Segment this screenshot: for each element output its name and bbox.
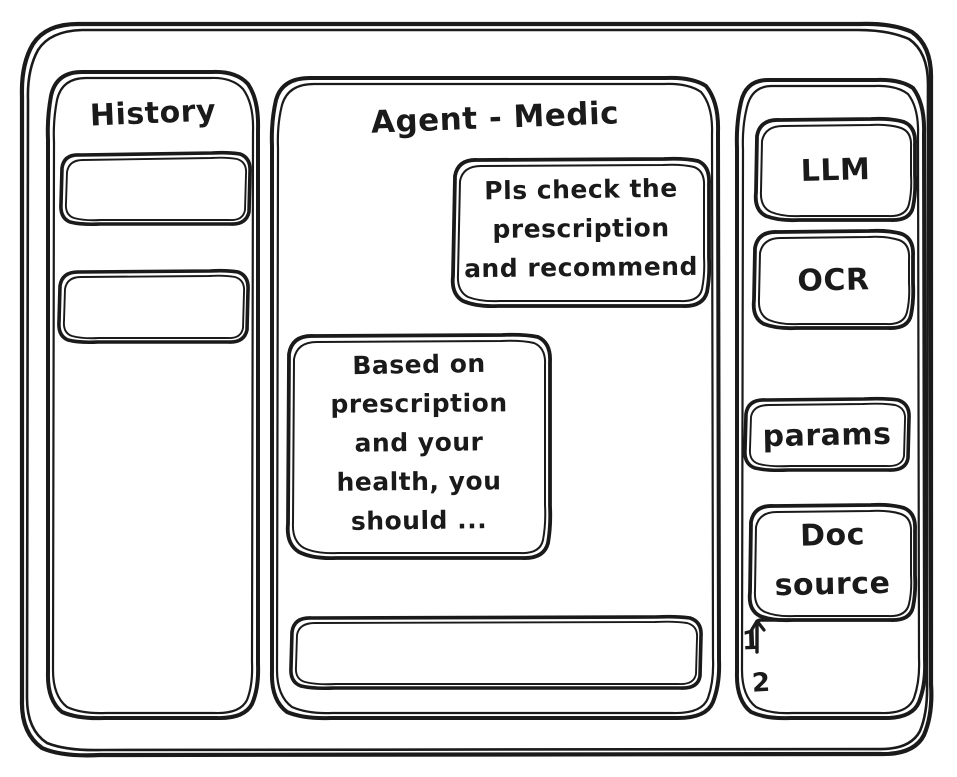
doc-source-item-1[interactable]: 1 [741,625,762,657]
tool-button-ocr-label: OCR [797,262,870,299]
tool-button-doc-source[interactable]: Doc source [750,505,915,621]
user-message-line-1: Pls check the [484,173,678,206]
doc-source-label-line-2: source [774,565,891,604]
tool-button-params[interactable]: params [745,399,909,471]
user-message-line-3: and recommend [463,251,699,284]
doc-source-label-line-1: Doc [799,517,866,554]
tool-button-llm-label: LLM [800,152,871,189]
page-title: Agent - Medic [370,95,620,141]
user-message-line-2: prescription [492,213,670,244]
assistant-message-line-1: Based on [352,348,486,381]
assistant-message-line-3: and your [354,427,484,458]
tool-button-llm[interactable]: LLM [756,119,915,221]
history-item-2[interactable] [59,271,248,343]
message-bubble-user: Pls check the prescription and recommend [453,159,709,307]
history-title: History [89,93,217,134]
assistant-message-line-2: prescription [330,388,508,419]
history-item-1[interactable] [61,153,250,225]
assistant-message-line-5: should ... [350,505,488,536]
doc-source-item-2[interactable]: 2 [751,667,772,699]
tool-button-ocr[interactable]: OCR [754,231,913,329]
message-input[interactable] [291,617,701,689]
message-bubble-assistant: Based on prescription and your health, y… [288,335,550,559]
tool-button-params-label: params [762,416,892,455]
assistant-message-line-4: health, you [336,466,502,497]
